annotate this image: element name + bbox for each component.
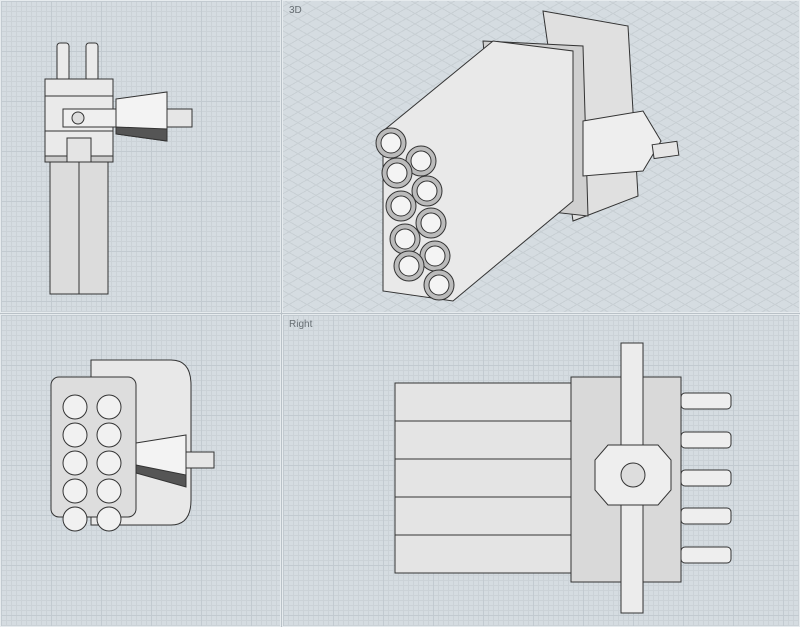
model-top-view	[50, 359, 215, 532]
viewport-label: 3D	[289, 5, 302, 16]
viewport-right[interactable]: Right	[282, 314, 800, 627]
viewport-3d[interactable]: 3D	[282, 0, 800, 313]
model-front-view	[44, 42, 193, 295]
model-3d-view	[375, 10, 680, 302]
viewport-top[interactable]	[0, 314, 281, 627]
model-right-view	[394, 342, 732, 614]
viewport-front[interactable]	[0, 0, 281, 313]
viewport-label: Right	[289, 319, 313, 330]
